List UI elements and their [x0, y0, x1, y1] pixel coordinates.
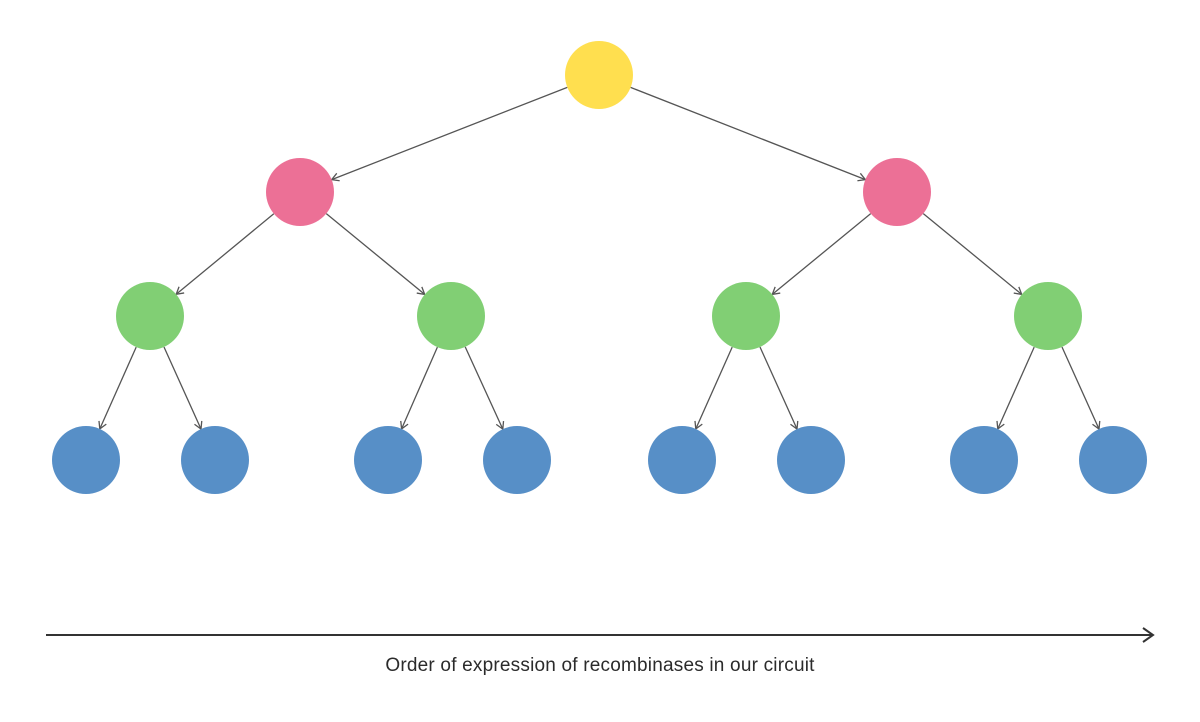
leaf-node-5 [648, 426, 716, 494]
level-1-node-1 [266, 158, 334, 226]
tree-edge-arrow [400, 346, 438, 431]
leaf-node-7 [950, 426, 1018, 494]
tree-edge-arrow [996, 346, 1035, 431]
leaf-node-8 [1079, 426, 1147, 494]
leaf-node-3 [354, 426, 422, 494]
tree-edge-arrow [630, 86, 867, 182]
leaf-node-4 [483, 426, 551, 494]
root-node [565, 41, 633, 109]
level-2-node-1 [116, 282, 184, 350]
leaf-node-1 [52, 426, 120, 494]
expression-order-caption: Order of expression of recombinases in o… [385, 655, 815, 676]
level-2-node-2 [417, 282, 485, 350]
tree-edge-arrow [1061, 346, 1101, 431]
tree-edges [98, 86, 1101, 431]
tree-nodes [52, 41, 1147, 494]
tree-edge-arrow [771, 213, 872, 296]
tree-edge-arrow [98, 346, 137, 431]
tree-edge-arrow [163, 346, 203, 431]
tree-edge-arrow [464, 346, 505, 431]
tree-edge-arrow [922, 213, 1023, 296]
level-2-node-3 [712, 282, 780, 350]
tree-edge-arrow [325, 213, 426, 296]
tree-edge-arrow [175, 213, 275, 296]
tree-edge-arrow [759, 346, 799, 431]
level-2-node-4 [1014, 282, 1082, 350]
leaf-node-6 [777, 426, 845, 494]
leaf-node-2 [181, 426, 249, 494]
level-1-node-2 [863, 158, 931, 226]
tree-edge-arrow [694, 346, 733, 431]
tree-edge-arrow [330, 86, 568, 182]
